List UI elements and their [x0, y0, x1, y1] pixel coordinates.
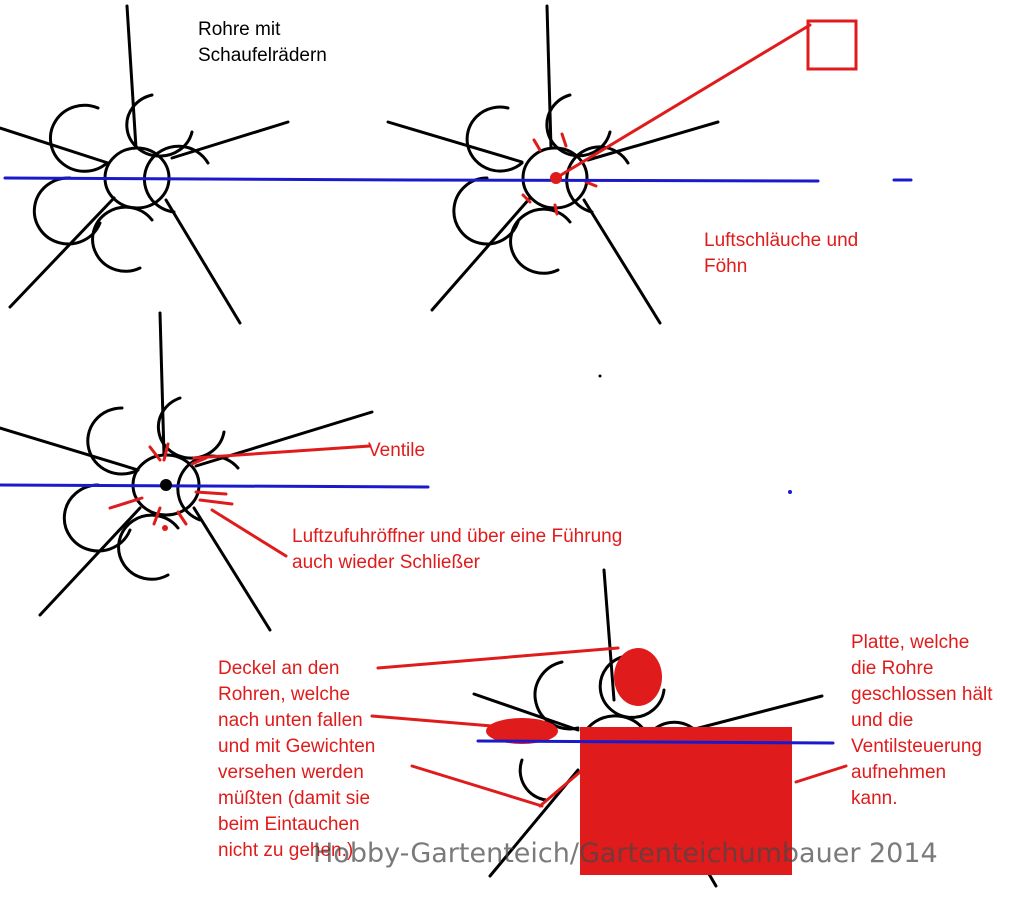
stray-dot-2	[788, 490, 792, 494]
air-nozzles-2	[521, 132, 598, 216]
watermark: Hobby-Gartenteich/Gartenteichumbauer 201…	[313, 838, 938, 869]
lids-leader-4	[538, 770, 582, 808]
lids-leader-2	[370, 714, 494, 728]
axis-line-1	[3, 176, 414, 182]
hub-dot-red	[550, 172, 562, 184]
lids-leader-3	[410, 764, 544, 808]
lids-label: Deckel an den Rohren, welche nach unten …	[218, 658, 376, 861]
paddle-wheel-3	[0, 311, 374, 632]
lid-top	[614, 648, 662, 706]
valves-label: Ventile	[368, 440, 426, 461]
axis-line-3	[0, 483, 430, 489]
holding-plate	[580, 727, 792, 875]
blower-box	[806, 19, 858, 71]
pipes-title-label: Rohre mit Schaufelrädern	[198, 19, 327, 66]
plate-leader	[794, 764, 848, 784]
inlet-leader	[210, 508, 288, 558]
inlet-dot	[162, 525, 168, 531]
axis-line-4	[476, 739, 835, 745]
axis-line-2	[410, 178, 820, 183]
hub-dot-black	[160, 479, 172, 491]
lids-leader-1	[376, 646, 620, 670]
stray-dot-1	[598, 374, 602, 378]
valve-marks	[108, 442, 234, 526]
paddle-wheel-2	[386, 4, 720, 325]
valves-leader	[192, 444, 372, 460]
lid-left	[486, 718, 558, 744]
plate-label: Platte, welche die Rohre geschlossen häl…	[851, 632, 993, 809]
air-inlet-label: Luftzufuhröffner und über eine Führung a…	[292, 526, 623, 573]
hose-line	[554, 23, 812, 180]
air-hoses-label: Luftschläuche und Föhn	[704, 230, 859, 277]
